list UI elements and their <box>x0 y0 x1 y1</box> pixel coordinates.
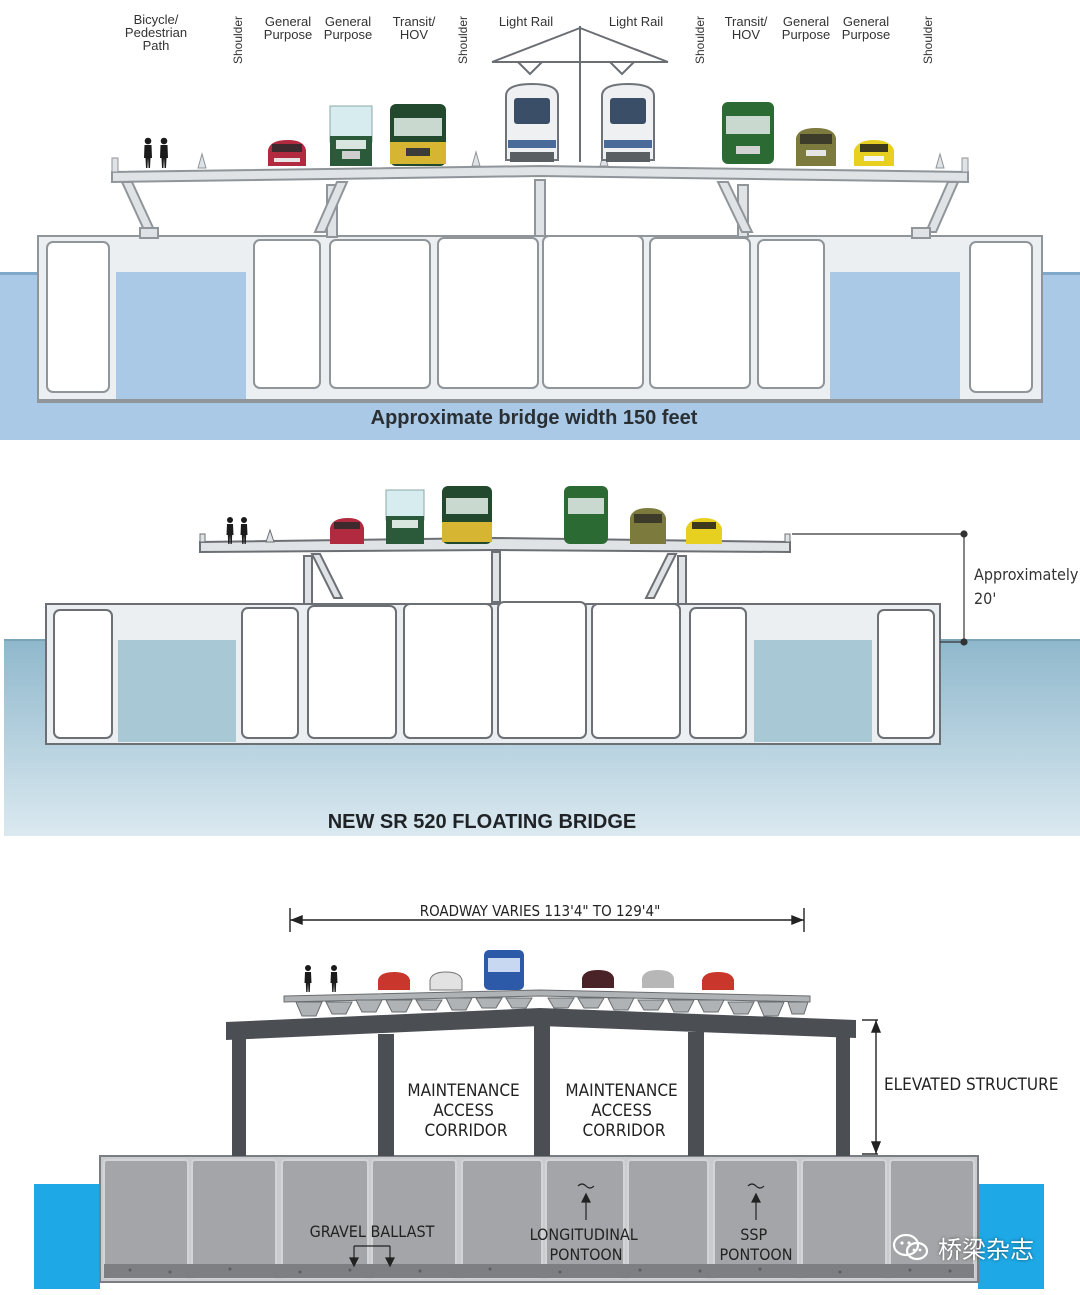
height-label: Approximately 20' <box>974 565 1080 608</box>
vehicle-truck-white <box>329 105 373 166</box>
floating-bridge-caption: NEW SR 520 FLOATING BRIDGE <box>328 811 637 833</box>
pedestrians <box>144 137 168 168</box>
deck-supports <box>303 551 687 605</box>
vehicle-car-yellow <box>686 518 722 544</box>
vehicle-car-red <box>268 140 306 166</box>
height-dimension <box>792 530 968 646</box>
bridge-width-caption: Approximate bridge width 150 feet <box>371 407 698 429</box>
maintenance-corridor-label-1: MAINTENANCE ACCESS CORRIDOR <box>407 1081 524 1141</box>
vehicle-bus-green-yellow-1 <box>390 104 446 166</box>
elevated-dimension <box>862 1019 882 1155</box>
vehicle-car-grey <box>642 970 674 988</box>
longitudinal-pontoon-label: LONGITUDINAL PONTOON <box>530 1225 643 1264</box>
pontoon-cells <box>53 601 935 739</box>
vehicle-suv-olive <box>796 128 836 166</box>
floating-bridge-svg: Approximately 20' NEW SR 520 FLOATING BR… <box>4 486 1080 836</box>
maintenance-corridor-label-2: MAINTENANCE ACCESS CORRIDOR <box>565 1081 682 1141</box>
vehicle-car-yellow <box>854 140 894 166</box>
pontoon-cells <box>46 235 1033 393</box>
vehicle-bus-blue <box>484 950 524 990</box>
panel-elevated-structure: ROADWAY VARIES 113'4" TO 129'4" <box>0 880 1080 1295</box>
vehicle-suv-olive <box>630 508 666 544</box>
lane-label-shoulder-1: Shoulder <box>231 16 245 64</box>
panel-new-sr520-floating-bridge: Approximately 20' NEW SR 520 FLOATING BR… <box>0 460 1080 840</box>
vehicle-bus-green-yellow <box>442 486 492 544</box>
ssp-arrow <box>747 1183 765 1220</box>
gravel-ballast-layer <box>104 1264 974 1278</box>
lane-label-light-rail-2: Light Rail <box>609 14 663 29</box>
vehicle-car-red-2 <box>702 972 734 990</box>
watermark: 桥梁杂志 <box>892 1230 1034 1265</box>
light-rail-catenary <box>491 26 669 162</box>
deck-supports <box>120 179 960 239</box>
roadway-width-label: ROADWAY VARIES 113'4" TO 129'4" <box>420 902 661 920</box>
vehicle-truck-white <box>385 489 425 544</box>
elevated-structure-label: ELEVATED STRUCTURE <box>884 1075 1058 1095</box>
elevated-structure-svg: ROADWAY VARIES 113'4" TO 129'4" <box>34 902 1058 1289</box>
elevated-frame <box>226 1008 856 1156</box>
roadway-dimension <box>289 908 805 932</box>
water-right <box>978 1184 1044 1289</box>
watermark-text: 桥梁杂志 <box>938 1236 1034 1264</box>
pedestrians <box>226 517 248 544</box>
lane-label-shoulder-4: Shoulder <box>921 16 935 64</box>
roadway-deck <box>283 989 811 1017</box>
vehicle-car-red-1 <box>378 972 410 990</box>
longitudinal-arrow <box>577 1183 595 1220</box>
wechat-icon <box>892 1233 929 1260</box>
vehicle-car-white <box>429 971 463 991</box>
gravel-arrows <box>349 1245 395 1268</box>
water-left <box>34 1184 100 1289</box>
vehicle-car-red <box>330 518 364 544</box>
pedestrians <box>304 965 338 992</box>
vehicle-car-dark <box>582 970 614 988</box>
vehicle-light-rail-2 <box>601 82 655 162</box>
lane-label-transit-1: Transit/HOV <box>393 14 436 42</box>
lane-label-transit-2: Transit/HOV <box>725 14 768 42</box>
gravel-ballast-label: GRAVEL BALLAST <box>310 1222 435 1241</box>
roadway-deck <box>111 150 969 184</box>
ssp-pontoon-label: SSP PONTOON <box>720 1225 793 1264</box>
vehicle-light-rail-1 <box>505 82 559 162</box>
lane-label-shoulder-2: Shoulder <box>456 16 470 64</box>
vehicle-bus-green-2 <box>722 102 774 164</box>
pontoon-cells <box>103 1159 975 1279</box>
lane-label-shoulder-3: Shoulder <box>693 16 707 64</box>
lane-label-light-rail-1: Light Rail <box>499 14 553 29</box>
vehicle-bus-green <box>564 486 608 544</box>
